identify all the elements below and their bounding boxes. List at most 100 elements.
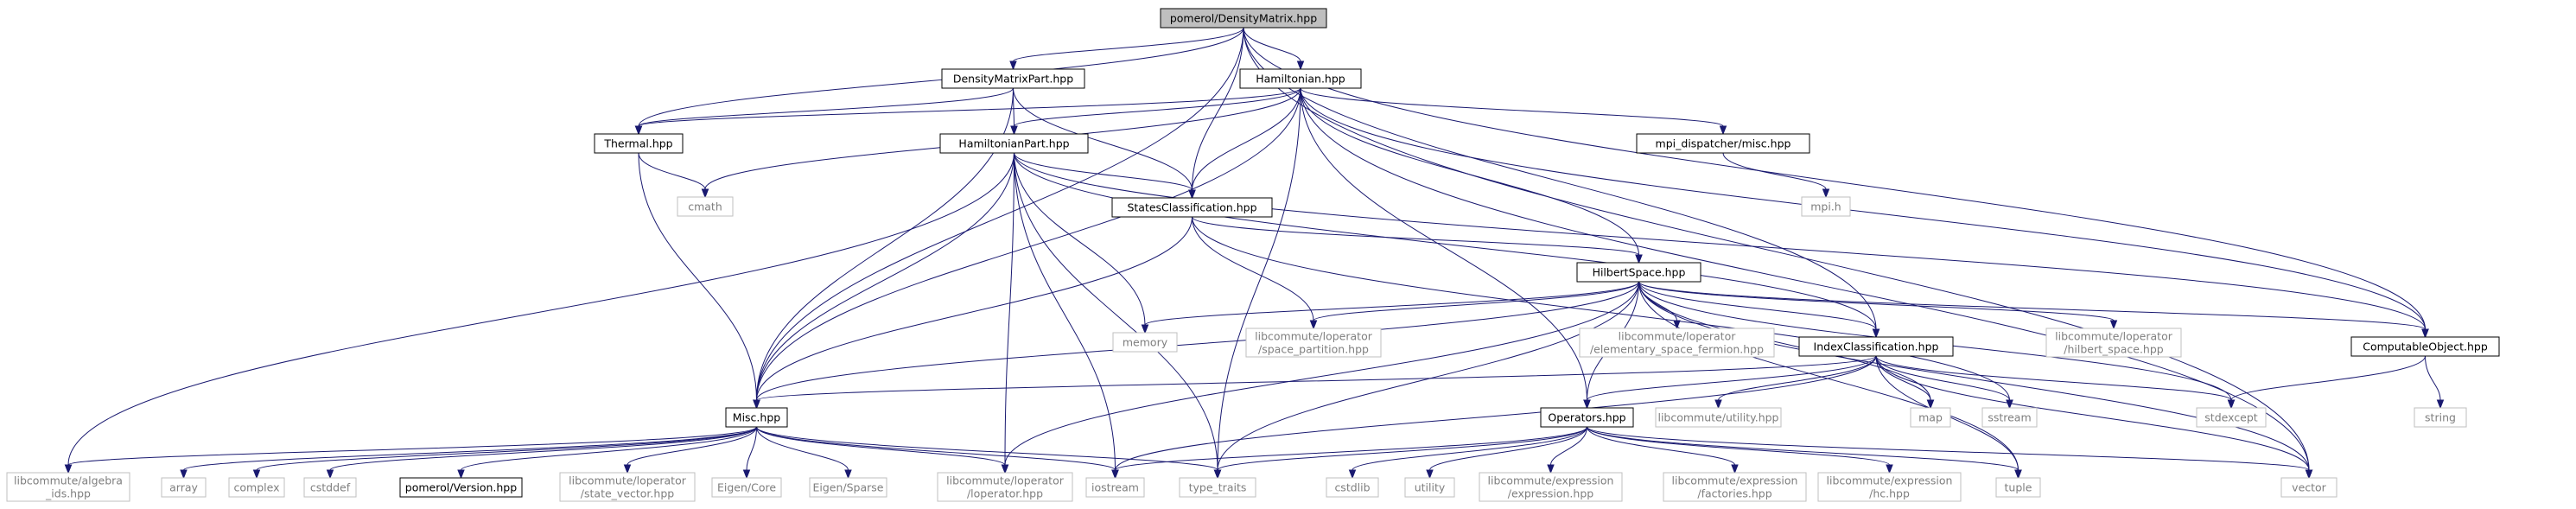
edge-states-to-sstream [1192,216,2013,410]
edge-misc-to-cstddef [326,426,757,480]
arrowhead [1309,320,1318,330]
edge-line [1587,426,2019,471]
node-hc[interactable]: libcommute/expression/hc.hpp [1817,472,1962,502]
node-mpimisc[interactable]: mpi_dispatcher/misc.hpp [1636,133,1810,154]
arrowhead [844,469,852,480]
edge-hampart-to-iostream [1014,152,1119,480]
node-stdexcept[interactable]: stdexcept [2196,407,2267,428]
node-label: Eigen/Core [717,481,776,494]
arrowhead [1822,188,1830,199]
edge-line [1875,355,1931,401]
node-tuple[interactable]: tuple [1995,477,2041,498]
node-eigensparse[interactable]: Eigen/Sparse [809,477,887,498]
node-cmath[interactable]: cmath [677,196,734,217]
arrowhead [753,399,760,410]
node-memory[interactable]: memory [1112,332,1178,353]
node-root[interactable]: pomerol/DensityMatrix.hpp [1160,8,1327,29]
node-box [2414,407,2467,428]
edge-misc-to-version [457,426,757,480]
node-box [711,477,782,498]
node-misc[interactable]: Misc.hpp [725,407,788,428]
edge-line [1587,426,1890,466]
edge-line [1300,87,1639,256]
node-label: libcommute/loperator [1255,330,1373,343]
edge-line [1429,426,1587,471]
arrowhead [1714,399,1722,410]
node-states[interactable]: StatesClassification.hpp [1111,197,1273,218]
node-factories[interactable]: libcommute/expression/factories.hpp [1663,472,1807,502]
node-indexclass[interactable]: IndexClassification.hpp [1798,336,1954,357]
node-label: Thermal.hpp [603,137,672,150]
node-utility[interactable]: utility [1404,477,1455,498]
arrowhead [1010,125,1018,136]
node-cstdlib[interactable]: cstdlib [1326,477,1379,498]
node-label: cstdlib [1334,481,1370,494]
node-hilbert[interactable]: HilbertSpace.hpp [1576,262,1701,283]
node-box [1655,407,1782,428]
edge-hilbert-to-spacepart [1309,281,1639,330]
node-spacepart[interactable]: libcommute/loperator/space_partition.hpp [1245,328,1382,358]
node-box [1160,8,1327,29]
node-version[interactable]: pomerol/Version.hpp [399,477,523,498]
edge-line [756,27,1244,401]
node-typetraits[interactable]: type_traits [1179,477,1256,498]
node-thermal[interactable]: Thermal.hpp [594,133,684,154]
node-complex[interactable]: complex [228,477,285,498]
node-statevec[interactable]: libcommute/loperator/state_vector.hpp [559,472,696,502]
edge-line [1014,152,1218,471]
edge-line [756,281,1639,401]
node-label: libcommute/algebra [14,474,123,487]
node-hilbspace[interactable]: libcommute/loperator/hilbert_space.hpp [2045,328,2182,358]
node-vector[interactable]: vector [2280,477,2337,498]
edge-line [256,426,757,471]
node-label: Eigen/Sparse [812,481,883,494]
node-box [1579,328,1775,358]
edge-line [1014,152,1146,326]
edge-computable-to-string [2425,355,2445,410]
node-computable[interactable]: ComputableObject.hpp [2350,336,2500,357]
node-operators[interactable]: Operators.hpp [1540,407,1634,428]
edge-dmpart-to-thermal [634,87,1014,136]
edge-ham-to-operators [1300,87,1591,410]
arrowhead [634,125,643,136]
edge-operators-to-cstdlib [1348,426,1587,480]
edge-line [1638,281,2019,471]
node-label: /elementary_space_fermion.hpp [1590,343,1764,356]
node-box [6,472,130,502]
node-hampart[interactable]: HamiltonianPart.hpp [939,133,1089,154]
node-elemspace[interactable]: libcommute/loperator/elementary_space_fe… [1579,328,1775,358]
node-label: array [169,481,198,494]
edge-hilbert-to-tuple [1638,281,2022,480]
edge-line [638,152,706,190]
edge-line [638,87,1014,127]
node-ham[interactable]: Hamiltonian.hpp [1239,68,1362,89]
node-eigencore[interactable]: Eigen/Core [711,477,782,498]
node-label: /factories.hpp [1697,487,1771,500]
edge-operators-to-utility [1426,426,1587,480]
node-string[interactable]: string [2414,407,2467,428]
edge-line [1115,355,1877,471]
arrowhead [180,469,188,480]
node-array[interactable]: array [161,477,207,498]
node-cstddef[interactable]: cstddef [303,477,357,498]
arrowhead [1426,469,1434,480]
node-expression[interactable]: libcommute/expression/expression.hpp [1479,472,1623,502]
edge-operators-to-vector [1587,426,2313,480]
node-label: HilbertSpace.hpp [1593,266,1686,279]
edge-line [746,426,757,471]
node-dmpart[interactable]: DensityMatrixPart.hpp [941,68,1085,89]
edge-ham-to-thermal [634,87,1301,136]
node-map[interactable]: map [1910,407,1951,428]
edge-line [1144,281,1639,326]
node-mpih[interactable]: mpi.h [1801,196,1851,217]
node-loperator[interactable]: libcommute/loperator/loperator.hpp [937,472,1073,502]
node-label: /expression.hpp [1508,487,1593,500]
node-sstream[interactable]: sstream [1981,407,2038,428]
node-utilityhpp[interactable]: libcommute/utility.hpp [1655,407,1782,428]
node-box [1663,472,1807,502]
edge-root-to-ham [1243,27,1305,71]
node-algebra[interactable]: libcommute/algebra_ids.hpp [6,472,130,502]
edge-line [756,426,849,471]
node-iostream[interactable]: iostream [1085,477,1145,498]
arrowhead [457,469,465,480]
